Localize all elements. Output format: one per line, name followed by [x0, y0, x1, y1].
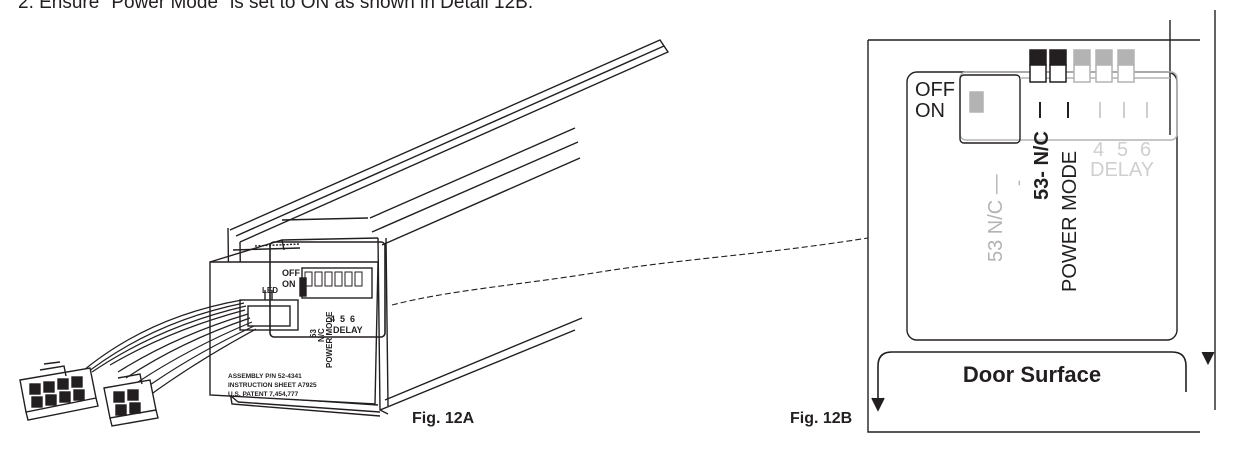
fig-a-sw4: 4 — [330, 314, 335, 324]
fig-a-assembly-1: ASSEMBLY P/N 52-4341 — [228, 373, 302, 380]
fig-a-delay: DELAY — [333, 325, 363, 335]
fig-a-53: 53 — [309, 329, 318, 338]
fig-a-off: OFF — [282, 268, 300, 278]
fig-b-off: OFF — [915, 79, 955, 101]
fig-12b-caption: Fig. 12B — [790, 410, 853, 427]
fig-b-dash: - — [1008, 180, 1028, 186]
fig-12a-caption: Fig. 12A — [412, 410, 475, 427]
fig-b-nc-label: 53 N/C — — [985, 174, 1007, 262]
door-surface-bracket — [871, 351, 1215, 412]
instruction-text: 2. Ensure "Power Mode" is set to ON as s… — [18, 0, 534, 13]
fig-a-sw5: 5 — [340, 314, 345, 324]
detail-frame — [867, 10, 1216, 433]
connector-plug-left — [19, 361, 99, 421]
fig-b-num6: 6 — [1140, 139, 1151, 161]
fig-a-nc: N/C — [317, 328, 326, 342]
fig-a-power-mode: POWER MODE — [325, 311, 334, 368]
fig-b-num5: 5 — [1117, 139, 1128, 161]
fig-b-on: ON — [915, 100, 945, 122]
fig-a-assembly-2: INSTRUCTION SHEET A7925 — [228, 382, 317, 389]
door-surface-label: Door Surface — [963, 362, 1101, 387]
connector-plug-right — [103, 373, 159, 427]
dip-switches-detail — [969, 49, 1135, 113]
housing-drawing — [19, 39, 869, 427]
fig-b-delay: DELAY — [1090, 159, 1154, 181]
fig-b-power-mode-top: 53- N/C — [1031, 131, 1053, 200]
fig-b-num4: 4 — [1093, 139, 1104, 161]
fig-a-led: LED — [262, 286, 278, 295]
fig-a-assembly-3: U.S. PATENT 7,454,777 — [228, 391, 299, 398]
fig-a-on: ON — [282, 279, 296, 289]
fig-a-sw6: 6 — [350, 314, 355, 324]
fig-b-power-mode: POWER MODE — [1059, 151, 1081, 292]
